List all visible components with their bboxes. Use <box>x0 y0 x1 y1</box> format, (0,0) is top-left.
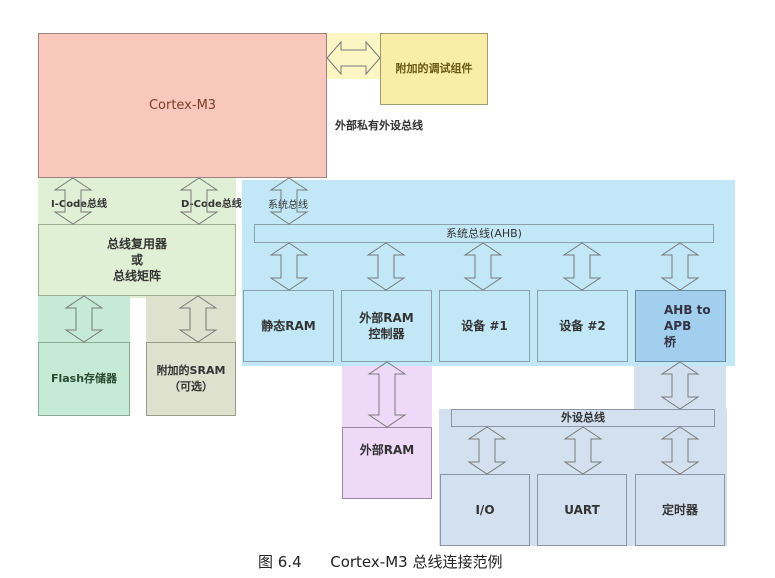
bus-matrix-line-3: 总线矩阵 <box>112 269 161 283</box>
apb-device-arrow-1 <box>467 426 507 475</box>
flash-memory: Flash存储器 <box>38 342 130 416</box>
device-1-label: 设备 #1 <box>461 319 508 333</box>
debug-bus-arrow <box>326 40 381 76</box>
apb-device-arrow-3 <box>660 426 700 475</box>
bridge-line-2: APB <box>664 319 692 333</box>
flash-memory-label: Flash存储器 <box>50 372 118 385</box>
timer-device-label: 定时器 <box>661 503 698 517</box>
device-2-label: 设备 #2 <box>559 319 606 333</box>
debug-component: 附加的调试组件 <box>380 33 488 105</box>
bridge-region <box>634 366 726 410</box>
apb-device-arrow-2 <box>563 426 603 475</box>
ahb-device-arrow-2 <box>366 242 406 291</box>
uart-device-label: UART <box>564 503 600 517</box>
bus-matrix-line-1: 总线复用器 <box>106 237 167 251</box>
figure-title: Cortex-M3 总线连接范例 <box>330 553 503 571</box>
cortex-m3-label: Cortex-M3 <box>148 97 217 113</box>
system-bus-arrow <box>269 177 309 225</box>
ext-ram-controller-line-1: 外部RAM <box>359 311 414 325</box>
optional-sram-line-1: 附加的SRAM <box>156 364 226 377</box>
cortex-m3-core: Cortex-M3 <box>38 33 327 178</box>
external-ram-label: 外部RAM <box>359 443 415 457</box>
bridge-line-3: 桥 <box>664 335 677 349</box>
icode-bus-label: I-Code总线 <box>51 199 108 210</box>
ahb-bus-label: 系统总线(AHB) <box>446 226 522 240</box>
device-2: 设备 #2 <box>537 290 628 362</box>
ahb-device-arrow-4 <box>562 242 602 291</box>
ext-ram-arrow <box>367 361 407 428</box>
ahb-device-arrow-5 <box>660 242 700 291</box>
optional-sram-line-2: （可选） <box>169 380 213 393</box>
dcode-arrow <box>179 177 219 225</box>
figure-number: 图 6.4 <box>258 553 302 571</box>
bus-matrix-line-2: 或 <box>130 253 143 267</box>
static-ram: 静态RAM <box>243 290 334 362</box>
peripheral-bus-label: 外设总线 <box>561 411 605 424</box>
figure-caption: 图 6.4 Cortex-M3 总线连接范例 <box>258 551 502 572</box>
ahb-device-arrow-1 <box>269 242 309 291</box>
debug-component-label: 附加的调试组件 <box>395 62 473 75</box>
flash-arrow <box>64 295 104 343</box>
optional-sram: 附加的SRAM （可选） <box>146 342 236 416</box>
timer-device: 定时器 <box>635 474 725 546</box>
ahb-device-arrow-3 <box>463 242 503 291</box>
bus-matrix: 总线复用器 或 总线矩阵 <box>38 224 236 296</box>
sram-arrow <box>178 295 218 343</box>
system-bus-label: 系统总线 <box>268 200 308 211</box>
peripheral-bus: 外设总线 <box>451 409 715 427</box>
io-device: I/O <box>440 474 530 546</box>
device-1: 设备 #1 <box>439 290 530 362</box>
uart-device: UART <box>537 474 627 546</box>
dcode-bus-label: D-Code总线 <box>181 199 242 210</box>
bridge-line-1: AHB to <box>664 303 711 317</box>
ahb-bus: 系统总线(AHB) <box>254 224 714 243</box>
icode-arrow <box>53 177 93 225</box>
static-ram-label: 静态RAM <box>261 319 316 333</box>
io-device-label: I/O <box>475 503 495 517</box>
bridge-arrow <box>660 361 700 410</box>
private-peripheral-bus-label: 外部私有外设总线 <box>335 119 423 132</box>
ext-ram-controller: 外部RAM 控制器 <box>341 290 432 362</box>
ahb-apb-bridge: AHB to APB 桥 <box>635 290 726 362</box>
ext-ram-controller-line-2: 控制器 <box>368 327 405 341</box>
